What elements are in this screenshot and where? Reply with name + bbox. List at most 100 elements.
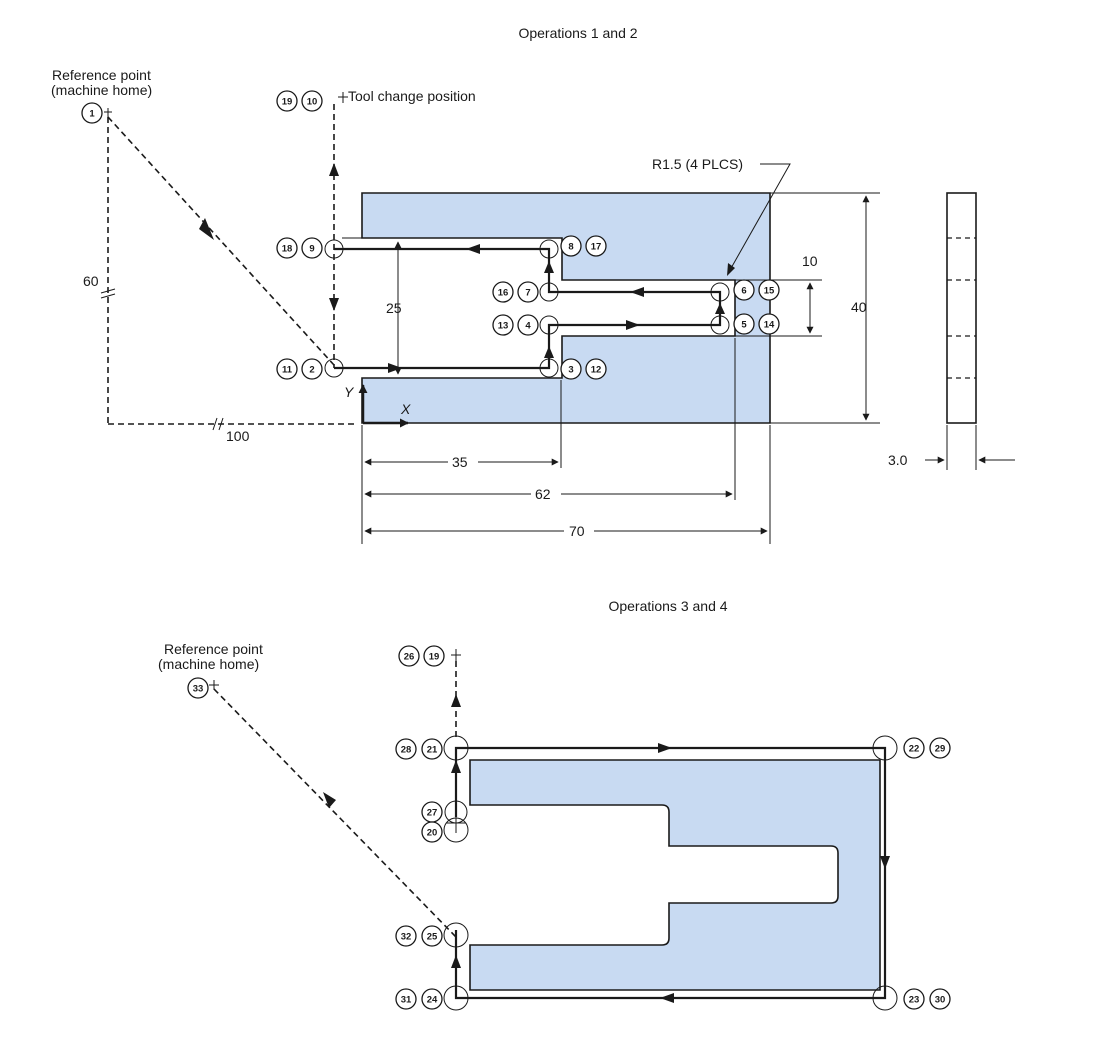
op34-point-circle-30 — [929, 988, 951, 1010]
op12-point-circle-13 — [492, 314, 514, 336]
op12-point-number-16: 16 — [498, 288, 509, 299]
radius-leader — [729, 163, 791, 271]
part-profile-2 — [469, 759, 881, 991]
tool-change-label: Tool change position — [348, 88, 476, 104]
contour-arrow-up-2 — [451, 955, 461, 968]
bg-35 — [448, 453, 478, 469]
reference-point-label-1: Reference point — [52, 67, 151, 83]
op34-point-circle-29 — [929, 737, 951, 759]
dim-60: 60 — [83, 273, 99, 289]
contour-arrow-left — [660, 993, 674, 1003]
op12-point-circle-9 — [301, 237, 323, 259]
dim-35: 35 — [452, 454, 468, 470]
op12-point-number-1: 1 — [89, 109, 95, 120]
op12-point-circle-8 — [560, 235, 582, 257]
op12-point-circle-12 — [585, 358, 607, 380]
op12-point-number-18: 18 — [282, 244, 293, 255]
op12-point-circle-6 — [733, 279, 755, 301]
op12-point-number-10: 10 — [307, 97, 318, 108]
op34-point-number-19: 19 — [429, 652, 440, 663]
op12-point-number-14: 14 — [764, 320, 775, 331]
op12-point-number-9: 9 — [309, 244, 314, 255]
op34-point-number-29: 29 — [935, 744, 946, 755]
op12-point-circle-17 — [585, 235, 607, 257]
rapid-home-to-start — [107, 116, 335, 366]
tool-change-cross-2 — [451, 649, 461, 661]
op34-point-circle-23 — [903, 988, 925, 1010]
op12-point-circle-16 — [492, 281, 514, 303]
op12-point-number-17: 17 — [591, 242, 602, 253]
axis-y-label: Y — [344, 384, 355, 400]
op12-point-circle-15 — [758, 279, 780, 301]
axis-x-label: X — [400, 401, 411, 417]
op34-point-number-20: 20 — [427, 828, 438, 839]
contour-arrow-right — [658, 743, 672, 753]
feed-arrow-3 — [630, 287, 644, 297]
op34-point-number-24: 24 — [427, 995, 438, 1006]
reference-point-label-3: Reference point — [164, 641, 263, 657]
op34-point-circle-19 — [423, 645, 445, 667]
feed-arrow-up-3 — [715, 303, 725, 314]
rapid-return-arrowhead — [323, 792, 336, 808]
rapid-arrowhead — [199, 218, 214, 240]
op12-point-number-19: 19 — [282, 97, 293, 108]
dim-10: 10 — [802, 253, 818, 269]
tool-change-cross — [338, 92, 348, 103]
op34-point-number-30: 30 — [935, 995, 946, 1006]
op12-point-circle-19 — [276, 90, 298, 112]
radius-note: R1.5 (4 PLCS) — [652, 156, 743, 172]
dim-3: 3.0 — [888, 452, 908, 468]
op34-point-circle-26 — [398, 645, 420, 667]
op12-point-circle-3 — [560, 358, 582, 380]
part-profile — [361, 192, 771, 424]
op34-point-number-22: 22 — [909, 744, 920, 755]
op34-point-number-27: 27 — [427, 808, 438, 819]
op12-point-number-15: 15 — [764, 286, 775, 297]
op34-point-circle-24 — [421, 988, 443, 1010]
operations-3-4-view: Operations 3 and 4 Reference point (mach… — [158, 598, 898, 1011]
feed-arrow-4 — [466, 244, 480, 254]
feed-arrow-up-2 — [544, 261, 554, 273]
op34-point-circle-21 — [421, 738, 443, 760]
reference-point-label-4: (machine home) — [158, 656, 259, 672]
op12-point-number-2: 2 — [309, 365, 314, 376]
reference-point-label-2: (machine home) — [51, 82, 152, 98]
op34-point-number-31: 31 — [401, 995, 412, 1006]
operations-1-2-view: Operations 1 and 2 Reference point (mach… — [51, 25, 1015, 544]
op12-point-circle-14 — [758, 313, 780, 335]
op12-title: Operations 1 and 2 — [518, 25, 637, 41]
op12-point-circle-1 — [81, 102, 103, 124]
op34-title: Operations 3 and 4 — [608, 598, 727, 614]
dim-40: 40 — [851, 299, 867, 315]
op12-point-number-6: 6 — [741, 286, 746, 297]
op12-point-circle-5 — [733, 313, 755, 335]
break-mark-horizontal — [212, 417, 224, 431]
op12-point-number-5: 5 — [741, 320, 747, 331]
op34-point-circle-25 — [421, 925, 443, 947]
rapid-up-2-arrow — [451, 694, 461, 707]
dim-100: 100 — [226, 428, 250, 444]
op34-point-circle-20 — [421, 821, 443, 843]
radius-leader-arrow — [727, 263, 735, 276]
op34-point-circle-31 — [395, 988, 417, 1010]
tool-circles — [324, 239, 730, 378]
feed-arrow-up-1 — [544, 346, 554, 358]
dim-70: 70 — [569, 523, 585, 539]
op12-point-number-7: 7 — [525, 288, 530, 299]
op12-point-circle-7 — [517, 281, 539, 303]
contour-arrow-down — [880, 856, 890, 869]
op34-point-circle-28 — [395, 738, 417, 760]
op34-point-circle-22 — [903, 737, 925, 759]
op12-point-circle-2 — [301, 358, 323, 380]
op12-point-number-4: 4 — [525, 321, 531, 332]
op12-point-number-8: 8 — [568, 242, 573, 253]
op34-point-circle-32 — [395, 925, 417, 947]
feed-arrow-1 — [388, 363, 402, 373]
break-mark-vertical — [100, 288, 116, 299]
dim-25: 25 — [386, 300, 402, 316]
op12-point-circle-11 — [276, 358, 298, 380]
reference-point-cross-2 — [209, 680, 219, 690]
op12-point-number-3: 3 — [568, 365, 573, 376]
op12-point-number-13: 13 — [498, 321, 509, 332]
